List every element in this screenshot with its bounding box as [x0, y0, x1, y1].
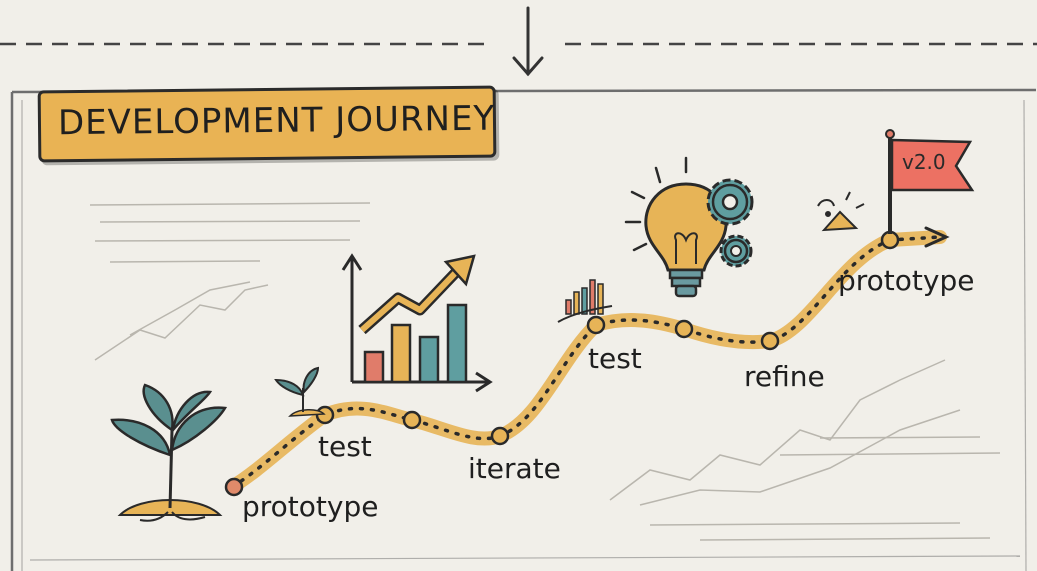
panel-frame [10, 88, 1037, 571]
flag-icon [885, 129, 975, 234]
lightbulb-icon [624, 156, 728, 298]
stage-label-iterate: iterate [468, 452, 561, 485]
stage-label-test-1: test [318, 430, 372, 463]
stage-label-prototype-start: prototype [242, 490, 379, 523]
node-mid [402, 410, 422, 430]
celebration-icon [817, 191, 865, 232]
stage-label-test-2: test [588, 342, 642, 375]
node-refine [760, 331, 780, 351]
flag-label: v2.0 [902, 150, 946, 174]
background-sketch [89, 202, 1001, 541]
gear-icon [706, 178, 754, 268]
sprout-icon [110, 383, 228, 522]
node-iterate [490, 426, 510, 446]
small-sprout-icon [274, 366, 326, 417]
node-mid-2 [674, 319, 694, 339]
node-prototype-end [880, 230, 900, 250]
bar-chart-icon [341, 253, 493, 393]
page-title: DEVELOPMENT JOURNEY [57, 98, 496, 144]
node-test-2 [586, 315, 606, 335]
down-arrow-icon [512, 6, 544, 77]
mini-chart-icon [557, 279, 613, 323]
stage-label-refine: refine [744, 360, 825, 393]
stage-label-prototype-end: prototype [838, 264, 975, 297]
node-prototype-start [224, 477, 244, 497]
